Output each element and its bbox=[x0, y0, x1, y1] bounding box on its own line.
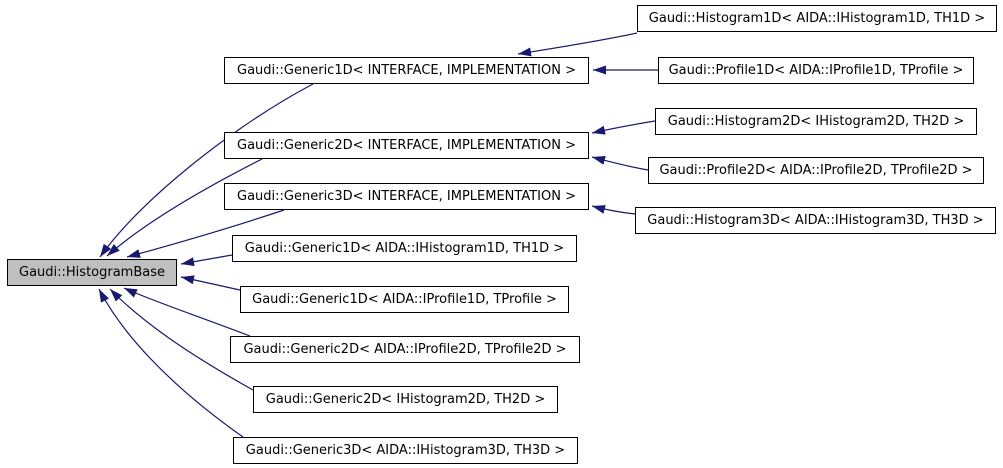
node-generic1d-ihistogram1d[interactable]: Gaudi::Generic1D< AIDA::IHistogram1D, TH… bbox=[232, 235, 577, 262]
node-generic2d-template[interactable]: Gaudi::Generic2D< INTERFACE, IMPLEMENTAT… bbox=[224, 132, 589, 159]
node-histogram-base: Gaudi::HistogramBase bbox=[7, 259, 177, 286]
node-generic3d-template[interactable]: Gaudi::Generic3D< INTERFACE, IMPLEMENTAT… bbox=[224, 183, 589, 210]
node-histogram3d[interactable]: Gaudi::Histogram3D< AIDA::IHistogram3D, … bbox=[635, 207, 996, 234]
node-generic3d-ihistogram3d[interactable]: Gaudi::Generic3D< AIDA::IHistogram3D, TH… bbox=[233, 437, 578, 464]
node-profile2d[interactable]: Gaudi::Profile2D< AIDA::IProfile2D, TPro… bbox=[648, 157, 984, 184]
node-generic1d-iprofile1d[interactable]: Gaudi::Generic1D< AIDA::IProfile1D, TPro… bbox=[240, 286, 569, 313]
node-generic2d-ihistogram2d[interactable]: Gaudi::Generic2D< IHistogram2D, TH2D > bbox=[253, 386, 558, 413]
node-generic1d-template[interactable]: Gaudi::Generic1D< INTERFACE, IMPLEMENTAT… bbox=[224, 57, 589, 84]
node-histogram1d[interactable]: Gaudi::Histogram1D< AIDA::IHistogram1D, … bbox=[637, 5, 997, 32]
node-histogram2d[interactable]: Gaudi::Histogram2D< IHistogram2D, TH2D > bbox=[655, 108, 977, 135]
node-generic2d-iprofile2d[interactable]: Gaudi::Generic2D< AIDA::IProfile2D, TPro… bbox=[230, 336, 580, 363]
node-profile1d[interactable]: Gaudi::Profile1D< AIDA::IProfile1D, TPro… bbox=[658, 57, 974, 84]
